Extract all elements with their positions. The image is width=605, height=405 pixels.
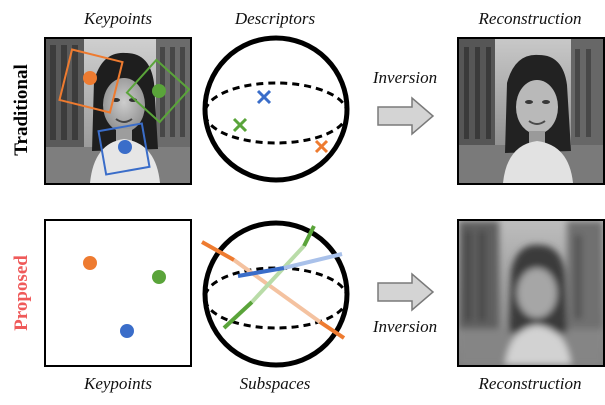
keypoint-box-orange bbox=[58, 48, 124, 114]
caption-descriptors: Descriptors bbox=[234, 9, 316, 28]
descriptor-x-blue bbox=[256, 89, 272, 105]
keypoint-dot-green bbox=[152, 84, 166, 98]
caption-reconstruction-top: Reconstruction bbox=[478, 9, 582, 28]
subspace-sphere bbox=[200, 218, 352, 370]
caption-subspaces: Subspaces bbox=[239, 374, 311, 393]
subspace-line-green bbox=[222, 300, 254, 330]
subspace-line-orange-end bbox=[318, 320, 346, 340]
row-label-traditional: Traditional bbox=[11, 64, 32, 156]
subspace-line-orange bbox=[201, 240, 235, 262]
right-arrow-icon bbox=[376, 96, 436, 136]
keypoints-photo-panel bbox=[44, 37, 192, 185]
keypoint-dot-orange bbox=[83, 256, 97, 270]
keypoint-box-green bbox=[125, 58, 190, 124]
caption-keypoints-top: Keypoints bbox=[84, 9, 152, 28]
subspace-line-green-inner bbox=[250, 244, 306, 304]
subspace-line-blue-inner bbox=[283, 252, 343, 270]
reconstruction-photo-top bbox=[457, 37, 605, 185]
descriptor-x-orange bbox=[314, 139, 329, 154]
subspace-line-orange-inner bbox=[232, 258, 322, 324]
portrait-photo bbox=[46, 39, 190, 183]
descriptor-sphere bbox=[200, 33, 352, 185]
keypoint-dot-orange bbox=[83, 71, 97, 85]
keypoints-only-panel bbox=[44, 219, 192, 367]
caption-inversion-top: Inversion bbox=[372, 68, 438, 87]
right-arrow-icon bbox=[376, 272, 436, 312]
row-label-proposed: Proposed bbox=[11, 255, 32, 331]
subspace-line-blue bbox=[237, 266, 285, 278]
caption-reconstruction-bottom: Reconstruction bbox=[478, 374, 582, 393]
reconstruction-photo-bottom bbox=[457, 219, 605, 367]
subspace-line-green-end bbox=[302, 225, 316, 247]
caption-inversion-bottom: Inversion bbox=[372, 317, 438, 336]
keypoint-dot-blue bbox=[118, 140, 132, 154]
caption-keypoints-bottom: Keypoints bbox=[84, 374, 152, 393]
descriptor-x-green bbox=[232, 117, 248, 133]
keypoint-box-blue bbox=[97, 122, 151, 176]
keypoint-dot-blue bbox=[120, 324, 134, 338]
keypoint-dot-green bbox=[152, 270, 166, 284]
